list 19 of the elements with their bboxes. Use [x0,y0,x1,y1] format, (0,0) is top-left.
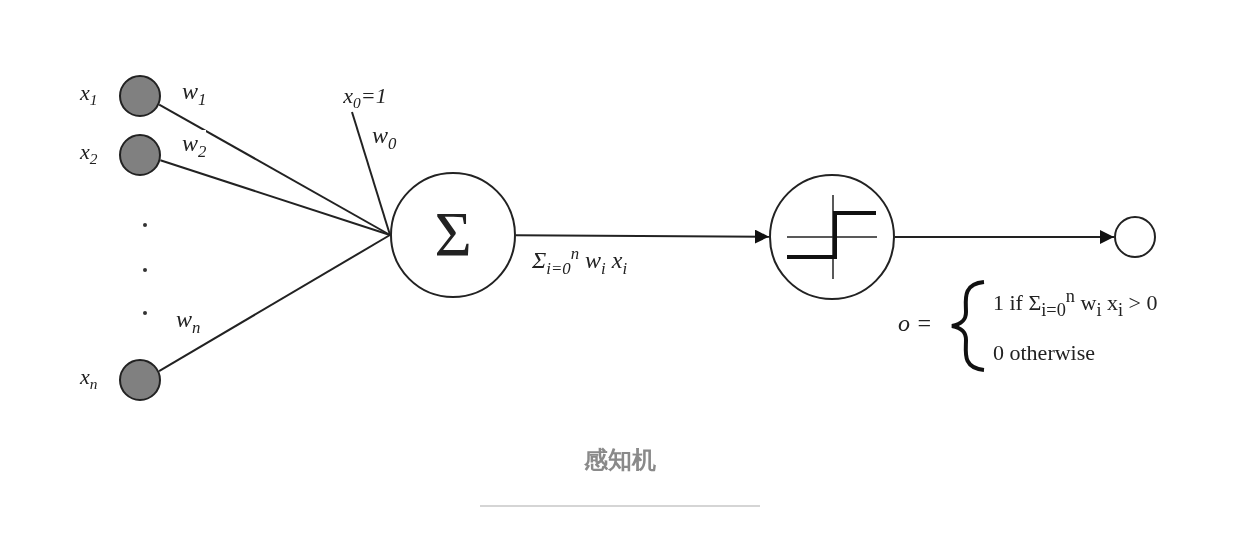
connector-line [158,234,391,373]
arrow [894,230,1115,244]
formula-case: 0 otherwise [993,340,1096,366]
input-label: x$_{n}$ [80,364,98,394]
formula-case: 1 if Σ$_{i=0}$$^{n}$ w$_{i}$ x$_{i}$ > 0 [993,286,1158,321]
output-node-circle [1114,216,1156,258]
output-formula-label: o = [898,310,933,337]
caption: 感知机 [583,445,657,476]
arrow [515,229,770,244]
connector-line [351,111,391,236]
sigma-symbol: Σ [434,203,472,267]
input-label: x$_{2}$ [80,139,98,169]
connector-line [159,159,391,236]
input-node-circle [119,359,161,401]
input-node-circle [119,134,161,176]
connector-line [158,103,391,236]
input-node-circle [119,75,161,117]
bias-text: x$_{0}$=1 [343,83,387,113]
input-label: x$_{1}$ [80,80,98,110]
